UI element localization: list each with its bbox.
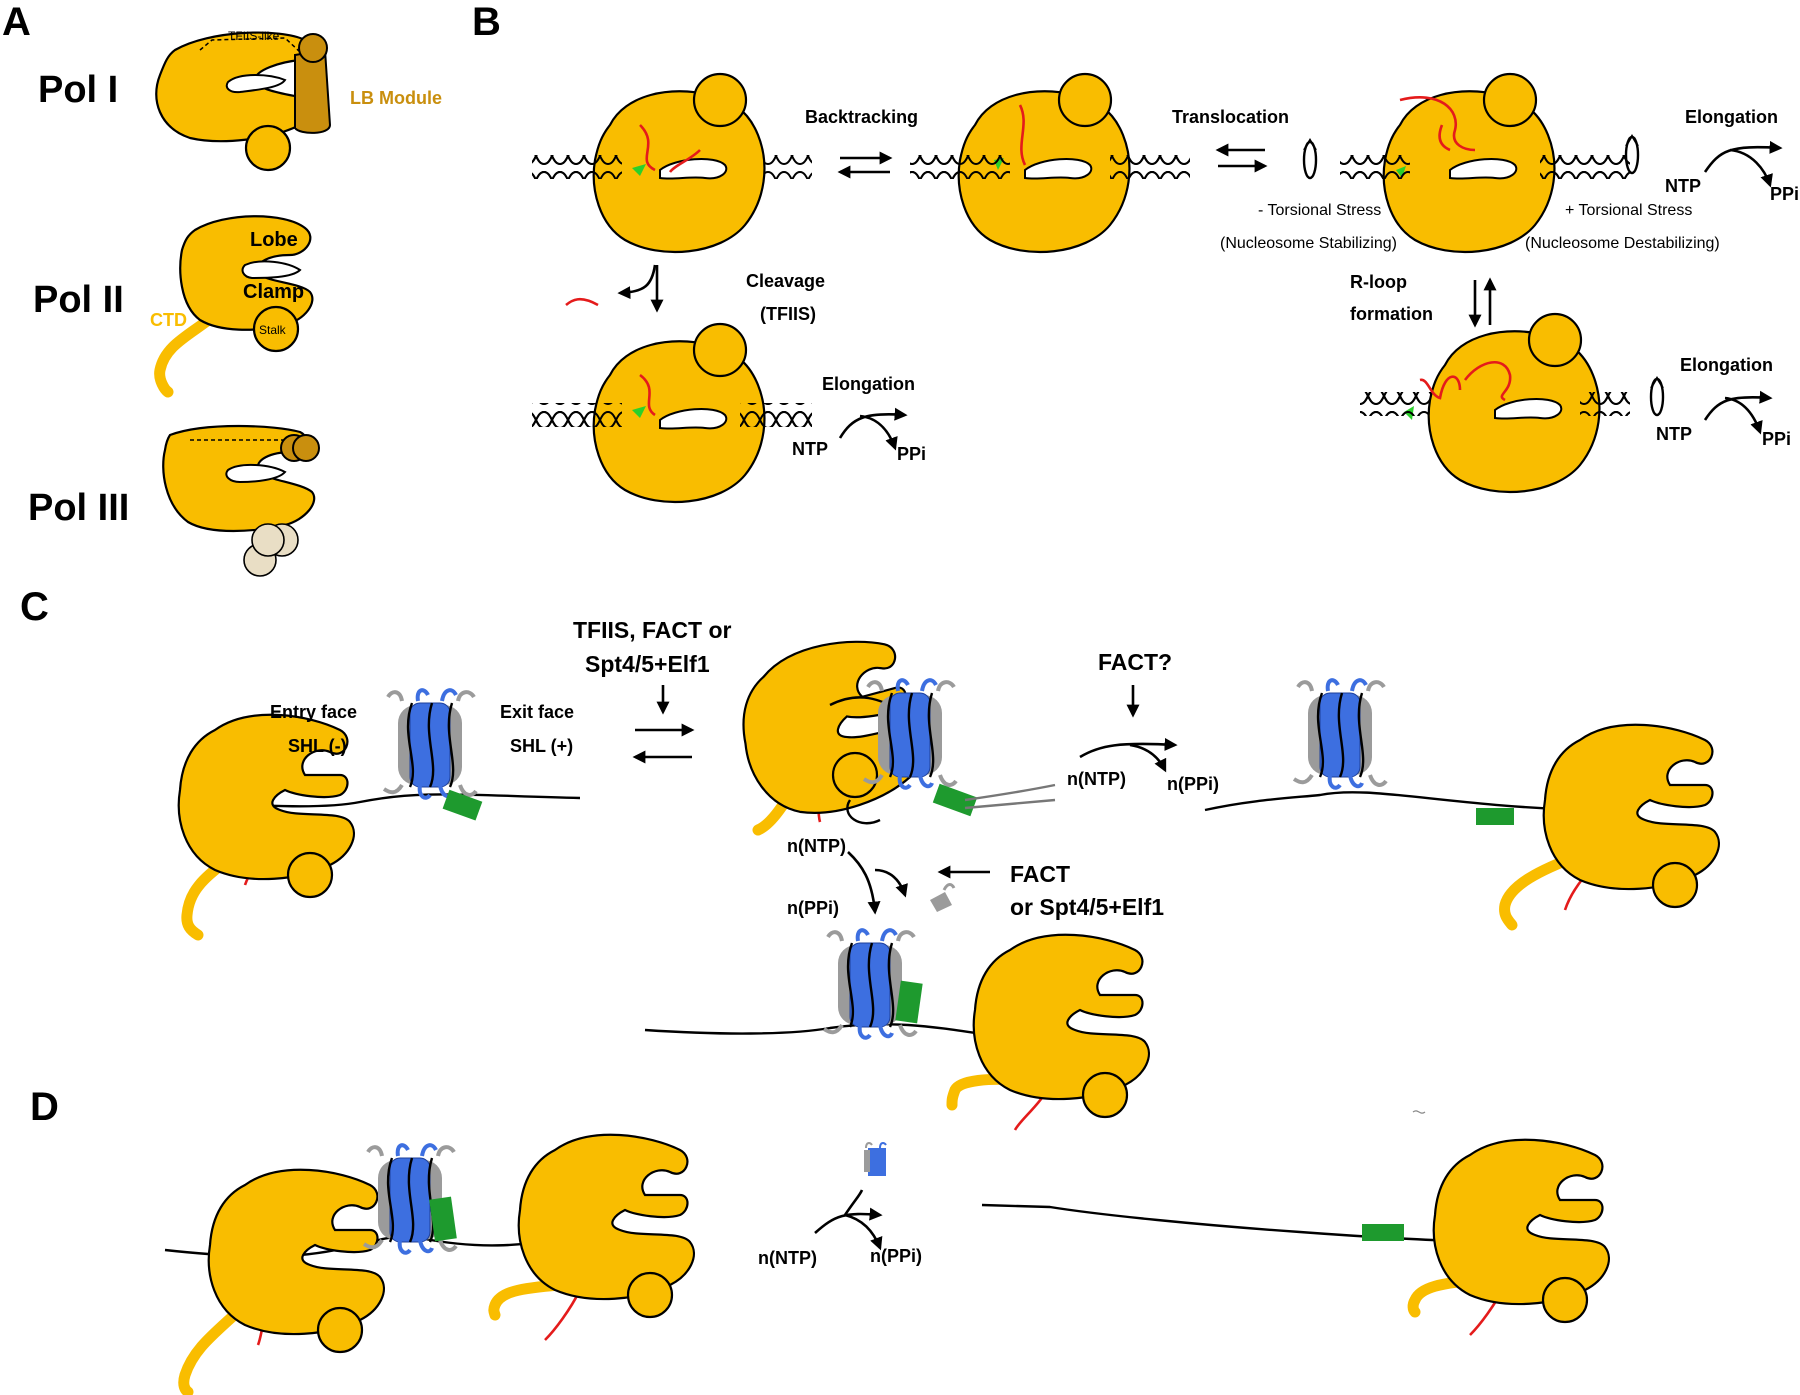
d-arrow xyxy=(814,1207,883,1234)
pos-torsional-note: (Nucleosome Destabilizing) xyxy=(1525,235,1720,252)
d-histone-branch xyxy=(843,1189,864,1216)
pol-c-middle xyxy=(723,624,938,836)
c-right-ppi-branch xyxy=(1129,743,1167,773)
elongation-arrow-3 xyxy=(1703,390,1773,421)
factors-label-1: TFIIS, FACT or xyxy=(573,617,731,643)
rloop-label-2: formation xyxy=(1350,304,1433,324)
panel-label-c: C xyxy=(20,585,49,629)
translocated-complex xyxy=(910,72,1190,254)
exit-face-label: Exit face xyxy=(500,702,574,722)
pol-d-1 xyxy=(178,1170,384,1395)
pol-d-3 xyxy=(1407,1140,1609,1336)
released-histone-c xyxy=(930,883,956,912)
elongation-arrow-2 xyxy=(838,407,908,439)
ppi-label-3: PPi xyxy=(1762,429,1791,449)
elongation-ppi-branch-3 xyxy=(1724,396,1763,435)
pol-d-2 xyxy=(488,1135,694,1341)
n-ntp-label-c1: n(NTP) xyxy=(1067,769,1126,789)
ctd-label: CTD xyxy=(150,310,187,330)
n-ppi-label-c2: n(PPi) xyxy=(787,898,839,918)
backtracking-label: Backtracking xyxy=(805,107,918,127)
pol2-shape: Lobe Clamp Stalk CTD xyxy=(150,215,314,398)
clamp-label: Clamp xyxy=(243,281,304,303)
rloop-complex xyxy=(1360,312,1630,494)
exit-shl-label: SHL (+) xyxy=(510,736,573,756)
panel-c: Entry face SHL (-) Exit face SHL (+) TFI… xyxy=(179,617,1719,1131)
pol2-label: Pol II xyxy=(33,279,124,321)
fact-question-label: FACT? xyxy=(1098,649,1172,675)
pol3-label: Pol III xyxy=(28,487,129,529)
panel-d: n(NTP) n(PPi) xyxy=(164,1110,1609,1395)
elongation-label-2: Elongation xyxy=(822,374,915,394)
dna-c-right xyxy=(1204,791,1581,812)
panel-b: Backtracking Translocation - Torsional S… xyxy=(532,72,1799,504)
n-ntp-label-d: n(NTP) xyxy=(758,1248,817,1268)
green-marker-c-left xyxy=(442,789,483,821)
panel-label-a: A xyxy=(2,0,31,44)
neg-torsional-label: - Torsional Stress xyxy=(1258,202,1381,219)
elongation-label-1: Elongation xyxy=(1685,107,1778,127)
green-marker-c-bottom xyxy=(895,980,923,1024)
green-marker-d-left xyxy=(429,1196,457,1242)
green-marker-c-right xyxy=(1476,808,1514,825)
panel-label-b: B xyxy=(472,0,501,44)
elongating-complex xyxy=(1340,72,1630,254)
entry-face-label: Entry face xyxy=(270,702,357,722)
pol-c-bottom xyxy=(946,935,1149,1131)
lobe-label: Lobe xyxy=(250,229,298,251)
entry-shl-label: SHL (-) xyxy=(288,736,347,756)
translocation-label: Translocation xyxy=(1172,107,1289,127)
rloop-label-1: R-loop xyxy=(1350,272,1407,292)
c-down-ppi-branch xyxy=(874,868,908,898)
rloop-torsion-coil xyxy=(1649,376,1665,417)
pol3-shape xyxy=(162,424,320,577)
pol1-shape: TFIIS-like LB Module xyxy=(155,29,442,172)
dna-c-bottom xyxy=(644,1023,1011,1040)
ppi-label-2: PPi xyxy=(897,444,926,464)
panel-a: Pol I Pol II Pol III TFIIS-like LB Modul… xyxy=(28,29,442,577)
elongation-ppi-branch-1 xyxy=(1729,148,1773,188)
cleaved-rna xyxy=(565,297,599,307)
c-right-arrow xyxy=(1079,737,1178,759)
positive-torsion-coil xyxy=(1624,134,1640,175)
pol-c-left xyxy=(179,715,354,941)
released-histone-d xyxy=(864,1142,887,1176)
green-marker-d-right xyxy=(1362,1224,1404,1241)
elongation-label-3: Elongation xyxy=(1680,355,1773,375)
post-cleavage-complex xyxy=(532,322,812,504)
n-ntp-label-c2: n(NTP) xyxy=(787,836,846,856)
tfiis-like-label: TFIIS-like xyxy=(228,29,280,43)
pol1-label: Pol I xyxy=(38,69,118,111)
factors-label-3: or Spt4/5+Elf1 xyxy=(1010,894,1164,920)
pol-c-right xyxy=(1499,725,1719,931)
fact-label-2: FACT xyxy=(1010,861,1070,887)
nucleosome-c-left xyxy=(382,688,478,800)
n-ppi-label-d: n(PPi) xyxy=(870,1246,922,1266)
cleavage-arrow xyxy=(617,264,657,300)
pos-torsional-label: + Torsional Stress xyxy=(1565,202,1692,219)
ntp-label-2: NTP xyxy=(792,439,828,459)
neg-torsional-note: (Nucleosome Stabilizing) xyxy=(1220,235,1397,252)
d-ppi-branch xyxy=(844,1213,883,1251)
dna-d-right xyxy=(981,1203,1481,1244)
ntp-label-1: NTP xyxy=(1665,176,1701,196)
nucleosome-c-right xyxy=(1292,678,1388,790)
cleavage-label: Cleavage xyxy=(746,271,825,291)
ppi-label-1: PPi xyxy=(1770,184,1799,204)
factors-label-2: Spt4/5+Elf1 xyxy=(585,651,710,677)
panel-label-d: D xyxy=(30,1085,59,1129)
lb-module-label: LB Module xyxy=(350,88,442,108)
stalk-label: Stalk xyxy=(259,323,287,337)
elongation-arrow-1 xyxy=(1703,140,1783,173)
elongation-ppi-branch-2 xyxy=(859,414,898,451)
c-down-arrow xyxy=(847,851,881,915)
tfiis-label: (TFIIS) xyxy=(760,304,816,324)
ntp-label-3: NTP xyxy=(1656,424,1692,444)
stray-mark xyxy=(1412,1110,1426,1114)
backtracked-complex xyxy=(532,72,812,254)
n-ppi-label-c1: n(PPi) xyxy=(1167,774,1219,794)
negative-torsion-coil xyxy=(1302,138,1318,180)
